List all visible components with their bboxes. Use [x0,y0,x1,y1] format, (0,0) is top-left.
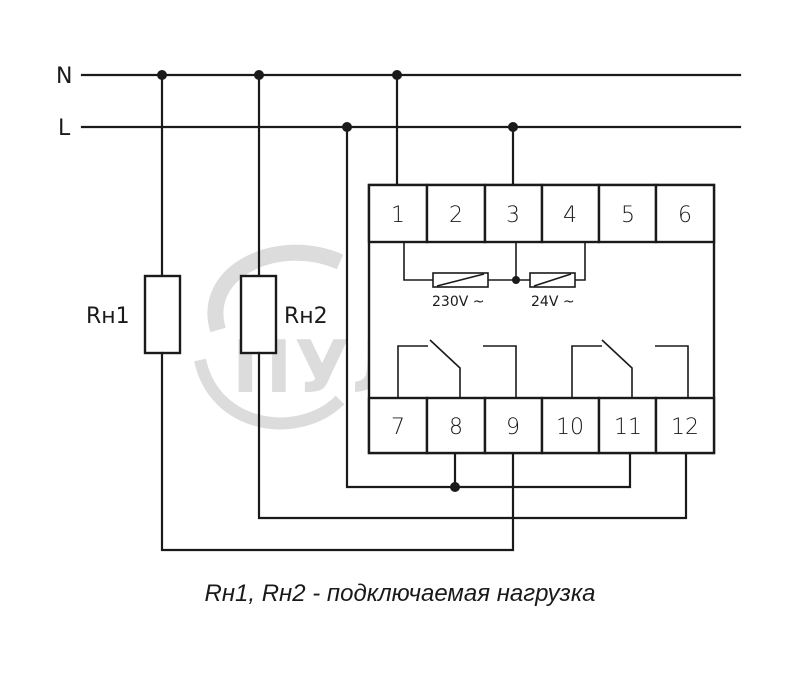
terminal-11-label: 11 [614,415,642,440]
terminal-7-label: 7 [391,415,405,440]
coil-230v-label: 230V ~ [432,294,484,310]
terminal-1 [367,183,429,244]
coil-24v-diagonal [533,273,572,287]
contact-12-wire [655,345,689,398]
contact-group-2 [571,339,689,398]
neutral-label: N [56,64,72,89]
contact-10-wire [571,345,602,398]
terminal-5-label: 5 [621,203,635,228]
terminal-4 [540,183,601,244]
terminal-10-label: 10 [556,415,584,440]
contact-7-wire [397,345,428,398]
coil-wire-right [575,242,586,281]
terminal-8 [425,396,487,455]
terminal-12-label: 12 [671,415,699,440]
load-rh2-resistor [239,274,278,355]
load-rh1-label: Rн1 [86,304,130,329]
contact-9-wire [483,345,517,398]
contact-8-switch [429,339,461,398]
rh1-return-wire [160,351,515,552]
contact-group-1 [397,339,517,398]
rh2-return-wire [257,351,688,520]
top-terminal-row: 1 2 3 4 5 6 [367,183,716,244]
terminal-3-label: 3 [506,203,520,228]
junction-dot [512,276,520,284]
terminal-9 [483,396,544,455]
contact-11-switch [601,339,633,398]
coil-wire-left [403,242,433,281]
coil-circuit: 230V ~ 24V ~ [403,242,586,310]
terminal-4-label: 4 [563,203,577,228]
junction-dot [450,482,460,492]
live-to-common-wire [345,125,632,489]
terminal-12 [654,396,716,455]
load-rh2-label: Rн2 [284,304,328,329]
terminal-6-label: 6 [678,203,692,228]
terminal-2-label: 2 [449,203,463,228]
terminal-6 [654,183,716,244]
terminal-1-label: 1 [391,203,405,228]
terminal-3 [483,183,544,244]
bottom-terminal-row: 7 8 9 10 11 12 [367,396,716,455]
terminal-8-label: 8 [449,415,463,440]
load-rh1-resistor [143,274,182,355]
terminal-9-label: 9 [506,415,520,440]
coil-230v-diagonal [436,273,485,287]
terminal-5 [597,183,658,244]
coil-24v-label: 24V ~ [531,294,575,310]
live-label: L [58,116,71,141]
diagram-caption: Rн1, Rн2 - подключаемая нагрузка [204,580,596,607]
